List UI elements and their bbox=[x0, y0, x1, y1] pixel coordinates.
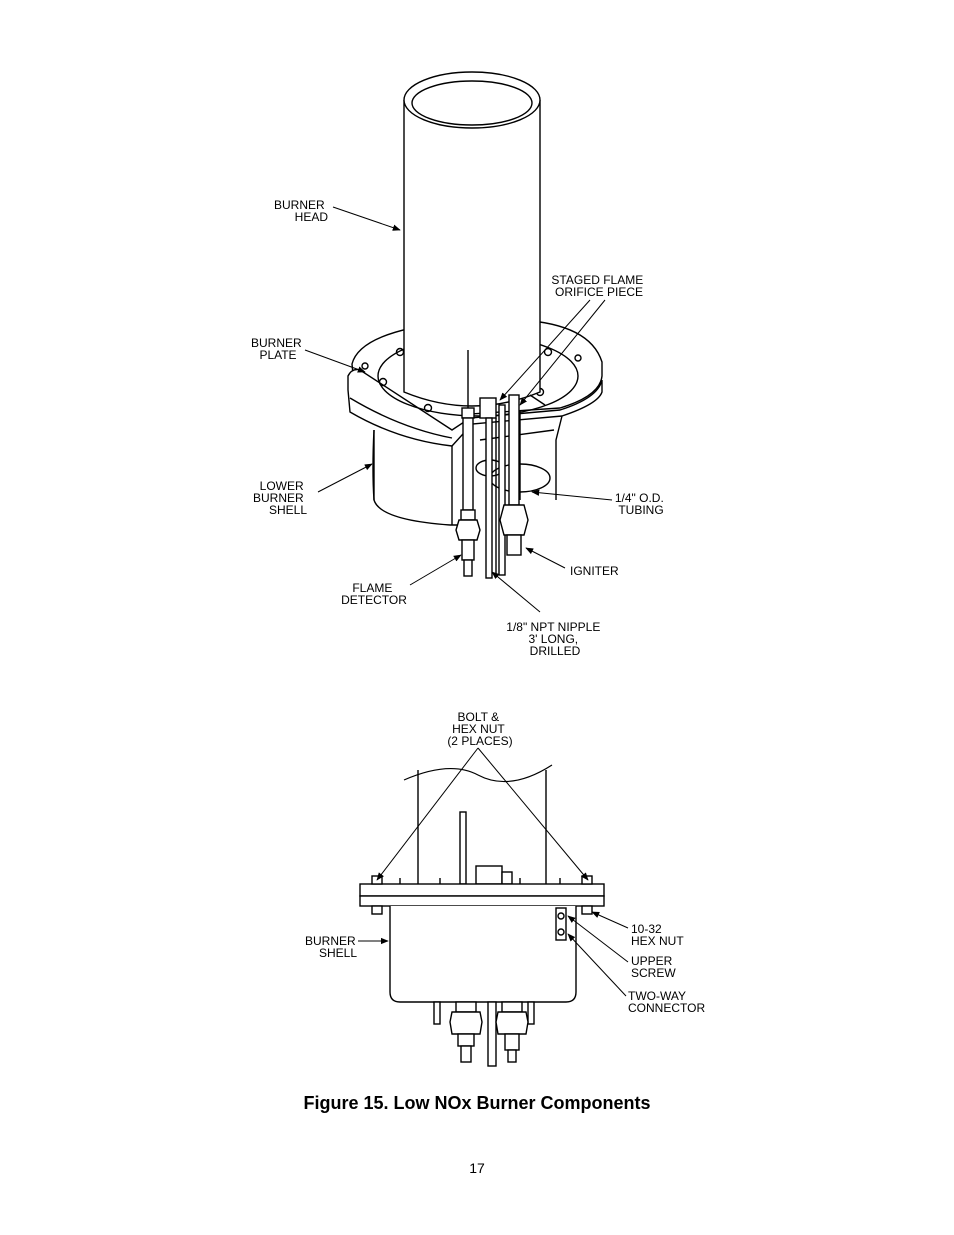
label-npt-nipple: 1/8" NPT NIPPLE 3' LONG, DRILLED bbox=[506, 620, 603, 658]
burner-head-drawing bbox=[403, 71, 541, 407]
label-upper-screw: UPPER SCREW bbox=[631, 954, 676, 980]
page-number: 17 bbox=[469, 1160, 485, 1176]
label-tubing: 1/4" O.D. TUBING bbox=[615, 491, 667, 517]
label-staged-flame-orifice: STAGED FLAME ORIFICE PIECE bbox=[551, 273, 646, 299]
label-burner-plate: BURNER PLATE bbox=[251, 336, 305, 362]
label-bolt-hex-nut: BOLT & HEX NUT (2 PLACES) bbox=[447, 710, 512, 748]
label-igniter: IGNITER bbox=[570, 564, 619, 578]
label-flame-detector: FLAME DETECTOR bbox=[341, 581, 407, 607]
label-burner-head: BURNER HEAD bbox=[274, 198, 328, 224]
side-burner-head-drawing bbox=[403, 764, 553, 885]
label-hex-nut: 10-32 HEX NUT bbox=[631, 922, 684, 948]
label-lower-burner-shell: LOWER BURNER SHELL bbox=[253, 479, 307, 517]
burner-isometric-view: BURNER HEAD STAGED FLAME ORIFICE PIECE B… bbox=[251, 71, 667, 658]
label-two-way-connector: TWO-WAY CONNECTOR bbox=[628, 989, 705, 1015]
side-burner-shell-drawing bbox=[389, 906, 577, 1003]
flame-detector-drawing bbox=[455, 350, 481, 577]
burner-side-view: BOLT & HEX NUT (2 PLACES) 10-32 HEX NUT … bbox=[305, 710, 705, 1067]
side-fittings-drawing bbox=[433, 1001, 535, 1067]
figure-caption: Figure 15. Low NOx Burner Components bbox=[303, 1093, 651, 1113]
igniter-drawing bbox=[479, 394, 546, 579]
side-view-leader-lines bbox=[358, 747, 629, 997]
top-view-leader-lines bbox=[304, 206, 613, 613]
label-burner-shell: BURNER SHELL bbox=[305, 934, 359, 960]
